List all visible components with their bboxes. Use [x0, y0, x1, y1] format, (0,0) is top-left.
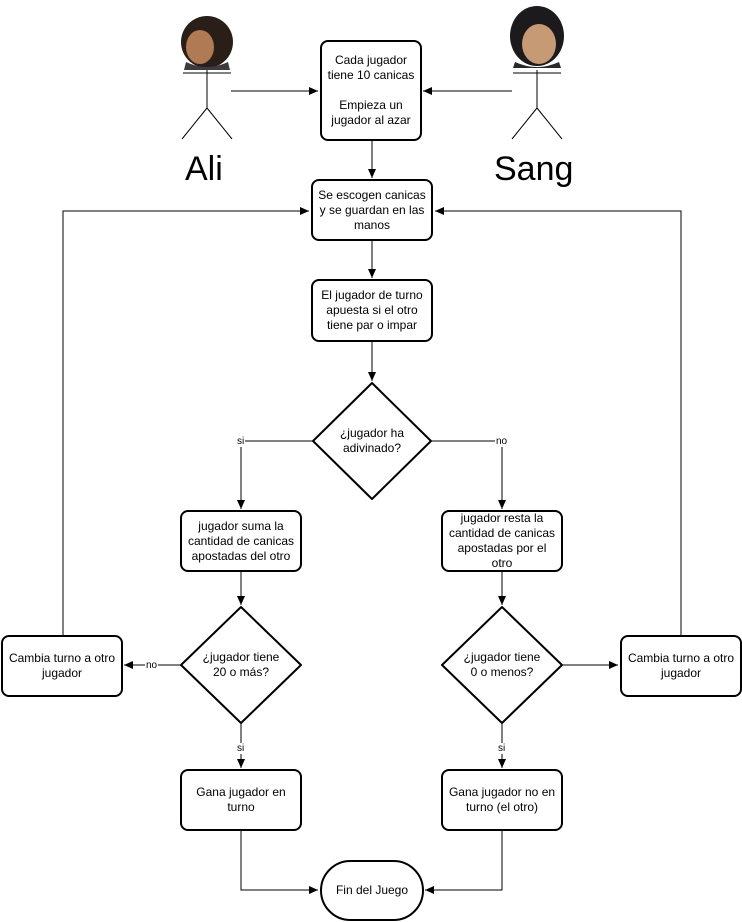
edge-label-check20-no: no [145, 660, 159, 671]
actor-ali [181, 16, 233, 140]
node-start: Cada jugador tiene 10 canicas Empieza un… [320, 40, 422, 141]
node-choose-marbles: Se escogen canicas y se guardan en las m… [311, 179, 433, 241]
node-switch-turn-left: Cambia turno a otro jugador [1, 635, 123, 697]
node-place-bet: El jugador de turno apuesta si el otro t… [311, 279, 433, 342]
decision-check0-label: ¿jugador tiene 0 o menos? [463, 650, 541, 679]
actor-sang [510, 6, 564, 140]
actor-name-sang: Sang [494, 150, 574, 188]
avatar [181, 16, 233, 70]
edge-switch-right-loop [435, 207, 682, 635]
node-add-marbles: jugador suma la cantidad de canicas apos… [180, 510, 302, 572]
edge-guessed-yes [237, 440, 313, 509]
edge-label-guessed-yes: si [236, 436, 246, 447]
edge-switch-left-loop [62, 207, 309, 635]
node-end-game: Fin del Juego [320, 860, 424, 921]
edge-win-other-to-end [425, 830, 503, 894]
edge-guessed-no [431, 440, 506, 509]
node-switch-turn-right: Cambia turno a otro jugador [620, 635, 742, 697]
node-win-turn-player: Gana jugador en turno [180, 769, 302, 831]
actor-name-ali: Ali [185, 150, 223, 188]
edge-label-guessed-no: no [495, 436, 509, 447]
decision-guessed-label: ¿jugador ha adivinado? [339, 426, 405, 455]
avatar [510, 6, 564, 68]
edge-win-turn-to-end [240, 830, 318, 894]
decision-check20-label: ¿jugador tiene 20 o más? [202, 650, 280, 679]
node-subtract-marbles: jugador resta la cantidad de canicas apo… [441, 510, 563, 572]
edge-label-check20-yes: si [236, 743, 246, 754]
node-win-other-player: Gana jugador no en turno (el otro) [441, 769, 563, 831]
decision-guessed-shape [312, 382, 432, 500]
edge-label-check0-yes: si [497, 743, 507, 754]
